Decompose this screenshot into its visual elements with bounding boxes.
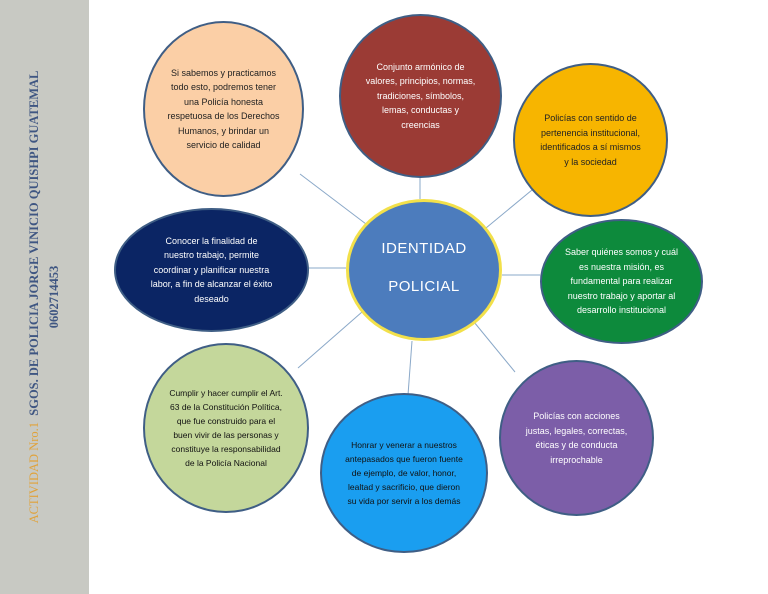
- node-belonging: Policías con sentido de pertenencia inst…: [513, 63, 668, 217]
- node-purpose: Conocer la finalidad de nuestro trabajo,…: [114, 208, 309, 332]
- node-ancestors-text: Honrar y venerar a nuestros antepasados …: [345, 440, 463, 506]
- node-belonging-text: Policías con sentido de pertenencia inst…: [540, 113, 641, 167]
- spoke-7: [297, 311, 363, 369]
- node-human-rights-text: Si sabemos y practicamos todo esto, podr…: [167, 67, 280, 151]
- node-mission-text: Saber quiénes somos y cuál es nuestra mi…: [564, 247, 679, 316]
- node-purpose-text: Conocer la finalidad de nuestro trabajo,…: [150, 235, 273, 304]
- node-mission: Saber quiénes somos y cuál es nuestra mi…: [540, 219, 703, 344]
- node-ancestors: Honrar y venerar a nuestros antepasados …: [320, 393, 488, 553]
- center-line-2: POLICIAL: [388, 278, 460, 295]
- node-conduct-text: Policías con acciones justas, legales, c…: [525, 411, 628, 465]
- sidebar: ACTIVIDAD Nro.1 SGOS. DE POLICIA JORGE V…: [0, 0, 89, 594]
- node-conduct: Policías con acciones justas, legales, c…: [499, 360, 654, 516]
- node-constitution: Cumplir y hacer cumplir el Art. 63 de la…: [143, 343, 309, 513]
- node-constitution-text: Cumplir y hacer cumplir el Art. 63 de la…: [169, 388, 283, 468]
- node-human-rights: Si sabemos y practicamos todo esto, podr…: [143, 21, 304, 197]
- spoke-3: [485, 189, 533, 229]
- spoke-6: [407, 340, 413, 396]
- center-line-1: IDENTIDAD: [381, 240, 467, 257]
- node-values-text: Conjunto armónico de valores, principios…: [365, 61, 476, 130]
- center-identity-policial: IDENTIDAD POLICIAL: [346, 199, 502, 341]
- node-values: Conjunto armónico de valores, principios…: [339, 14, 502, 178]
- spoke-1: [299, 173, 367, 225]
- spoke-5: [473, 321, 516, 373]
